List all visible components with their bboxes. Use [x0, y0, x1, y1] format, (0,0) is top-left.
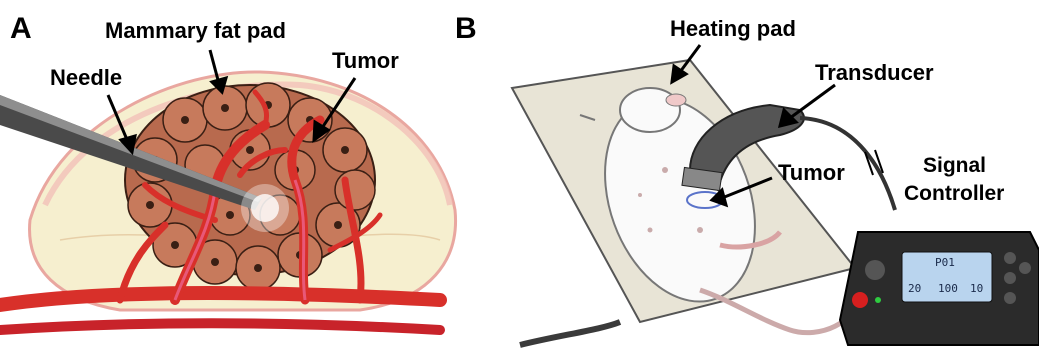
- panel-letter-b: B: [455, 12, 477, 45]
- label-needle: Needle: [50, 65, 122, 90]
- label-signal: Signal: [923, 154, 986, 177]
- panel-b: P01 20 100 10 B Heating pad Transducer T…: [455, 12, 1039, 345]
- lcd-line1: P01: [935, 256, 955, 269]
- label-mammary-fat-pad: Mammary fat pad: [105, 18, 286, 43]
- heating-pad-cable: [520, 322, 620, 345]
- label-transducer: Transducer: [815, 60, 934, 85]
- device-knob: [865, 260, 885, 280]
- lcd-left-value: 20: [908, 282, 921, 295]
- panel-a: A Mammary fat pad Needle Tumor: [0, 12, 456, 330]
- signal-controller-device: P01 20 100 10: [840, 232, 1039, 345]
- power-led: [875, 297, 881, 303]
- label-heating-pad: Heating pad: [670, 16, 796, 41]
- panel-letter-a: A: [10, 12, 32, 45]
- label-tumor-a: Tumor: [332, 48, 399, 73]
- label-tumor-b: Tumor: [778, 160, 845, 185]
- label-controller: Controller: [904, 182, 1004, 205]
- lcd-mid-value: 100: [938, 282, 958, 295]
- lcd-right-value: 10: [970, 282, 983, 295]
- power-button: [852, 292, 868, 308]
